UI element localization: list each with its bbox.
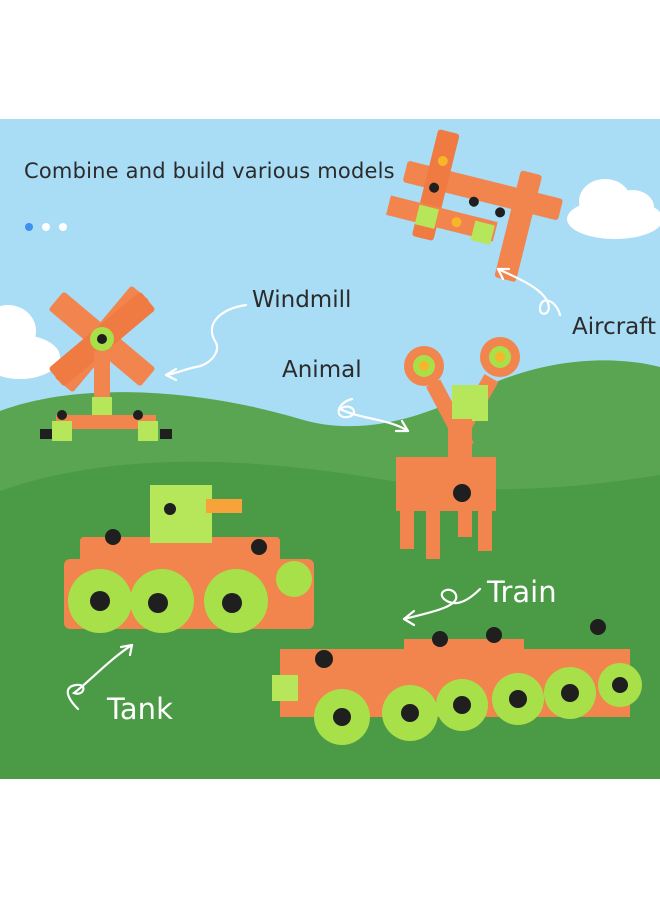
windmill-model [40,286,172,441]
product-scene: Combine and build various models Windmil… [0,119,660,779]
animal-arrow [337,397,410,433]
aircraft-arrow [496,267,562,317]
label-animal: Animal [282,357,362,383]
label-train: Train [487,575,557,609]
carousel-dot-3[interactable] [59,223,67,231]
windmill-arrow [164,303,248,377]
label-aircraft: Aircraft [572,314,656,340]
scene-illustration [0,119,660,779]
label-windmill: Windmill [252,287,352,313]
cloud-left [0,305,60,379]
tank-model [64,485,314,633]
carousel-dot-2[interactable] [42,223,50,231]
aircraft-model [386,129,563,282]
carousel-dots [25,223,67,231]
decorative-arrows [66,267,562,711]
label-tank: Tank [107,692,173,726]
headline: Combine and build various models [24,159,395,183]
train-arrow [402,587,482,621]
train-model [272,619,642,745]
carousel-dot-1[interactable] [25,223,33,231]
animal-model [396,337,520,559]
tank-arrow [66,643,134,711]
cloud-right [567,179,660,239]
